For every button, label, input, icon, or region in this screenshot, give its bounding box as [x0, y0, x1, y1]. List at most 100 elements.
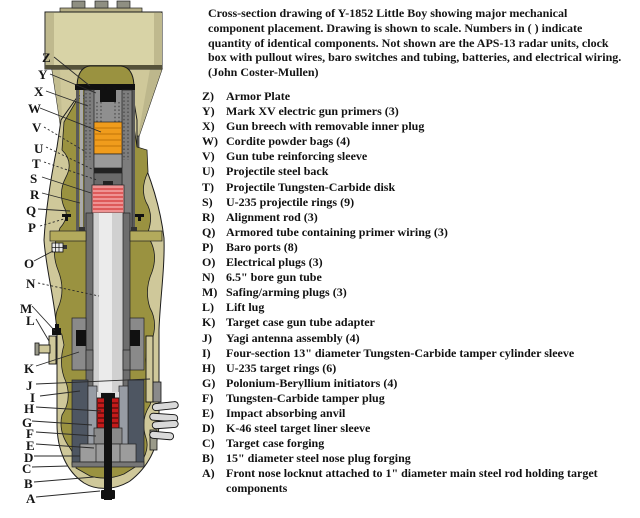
- diagram-letter-x: X: [34, 84, 44, 99]
- legend-item-s: S)U-235 projectile rings (9): [202, 195, 629, 210]
- electrical-plug: [51, 242, 67, 253]
- safing-arming-plug: [52, 324, 61, 335]
- leader-line-n: [37, 282, 100, 297]
- diagram-letter-p: P: [28, 220, 36, 235]
- leader-line-i: [39, 390, 81, 397]
- legend-item-p: P)Baro ports (8): [202, 240, 629, 255]
- leader-line-s: [41, 176, 92, 194]
- leader-line-o: [33, 250, 54, 262]
- legend-item-j: J) Yagi antenna assembly (4): [202, 331, 629, 346]
- legend-item-label: Yagi antenna assembly (4): [226, 330, 360, 345]
- diagram-letter-a: A: [26, 491, 36, 506]
- leader-line-m: [31, 305, 56, 332]
- legend-item-label: U-235 target rings (6): [226, 360, 337, 375]
- legend-item-key: E): [202, 405, 214, 420]
- legend-item-o: O) Electrical plugs (3): [202, 255, 629, 270]
- legend-item-key: Z): [202, 89, 214, 103]
- legend-item-label: Electrical plugs (3): [226, 255, 323, 270]
- legend-item-key: P): [202, 239, 214, 254]
- leader-line-x: [45, 90, 89, 107]
- legend-item-label: Front nose locknut attached to 1" diamet…: [226, 466, 598, 496]
- cordite-powder-bags: [93, 121, 123, 155]
- diagram-letter-g: G: [22, 415, 32, 430]
- diagram-letter-t: T: [32, 156, 41, 171]
- legend-item-label: Four-section 13" diameter Tungsten-Carbi…: [226, 345, 575, 360]
- legend-item-key: N): [202, 270, 215, 285]
- legend-item-key: C): [202, 436, 215, 451]
- legend-item-label: Projectile Tungsten-Carbide disk: [226, 179, 396, 194]
- legend-item-x: X) Gun breech with removable inner plug: [202, 119, 629, 134]
- tail-box: [44, 0, 163, 70]
- cordite-stripes: [95, 127, 121, 147]
- diagram-letter-k: K: [24, 361, 35, 376]
- bulkhead: [49, 227, 163, 242]
- leader-line-w: [39, 107, 102, 133]
- legend-item-label: K-46 steel target liner sleeve: [226, 421, 371, 436]
- legend-item-label: Gun tube reinforcing sleeve: [226, 149, 368, 164]
- diagram-letter-z: Z: [42, 50, 51, 65]
- legend-item-key: I): [202, 345, 211, 360]
- legend-item-label: 6.5" bore gun tube: [226, 270, 322, 285]
- tail-bolt: [71, 0, 86, 9]
- legend-item-w: W)Cordite powder bags (4): [202, 134, 629, 149]
- legend-item-g: G)Polonium-Beryllium initiators (4): [202, 376, 629, 391]
- legend-item-key: R): [202, 209, 215, 224]
- diagram-letter-r: R: [30, 187, 40, 202]
- legend-item-label: Armored tube containing primer wiring (3…: [226, 224, 448, 239]
- caption-text: Cross-section drawing of Y-1852 Little B…: [208, 6, 622, 80]
- diagram-letter-n: N: [26, 276, 36, 291]
- legend-item-e: E) Impact absorbing anvil: [202, 406, 629, 421]
- tail-bolt: [94, 0, 109, 9]
- diagram-letter-m: M: [20, 301, 32, 316]
- target-case-gun-tube-adapter: [71, 317, 145, 371]
- alignment-rod: [80, 90, 83, 232]
- legend-item-key: O): [202, 255, 216, 270]
- diagram-letter-f: F: [26, 426, 34, 441]
- legend-item-label: Tungsten-Carbide tamper plug: [226, 390, 385, 405]
- legend-item-label: Projectile steel back: [226, 164, 329, 179]
- legend-item-label: Mark XV electric gun primers (3): [226, 104, 399, 119]
- legend-item-label: Gun breech with removable inner plug: [226, 119, 425, 134]
- legend-item-m: M)Safing/arming plugs (3): [202, 285, 629, 300]
- legend-item-key: K): [202, 315, 216, 330]
- legend-item-y: Y)Mark XV electric gun primers (3): [202, 104, 629, 119]
- legend-item-label: Impact absorbing anvil: [226, 405, 346, 420]
- legend-item-label: Target case gun tube adapter: [226, 315, 375, 330]
- legend-item-a: A)Front nose locknut attached to 1" diam…: [202, 466, 629, 496]
- legend-item-z: Z)Armor Plate: [202, 89, 629, 104]
- legend-item-k: K) Target case gun tube adapter: [202, 315, 629, 330]
- legend-item-b: B)15" diameter steel nose plug forging: [202, 451, 629, 466]
- yagi-antenna-assembly: [145, 335, 179, 451]
- leader-line-f: [35, 431, 97, 437]
- legend-item-key: X): [202, 119, 215, 134]
- diagram-letter-o: O: [24, 256, 34, 271]
- armor-plate: [75, 84, 135, 90]
- legend-item-label: Safing/arming plugs (3): [226, 285, 347, 300]
- legend-item-t: T)Projectile Tungsten-Carbide disk: [202, 180, 629, 195]
- legend-item-key: L): [202, 300, 214, 315]
- diagram-letter-s: S: [30, 171, 37, 186]
- gun-primers: [100, 90, 116, 102]
- diagram-letter-w: W: [28, 101, 41, 116]
- diagram-letter-c: C: [22, 461, 31, 476]
- leader-lines: [31, 56, 151, 498]
- leader-line-k: [35, 351, 80, 367]
- legend-item-label: Lift lug: [226, 300, 265, 315]
- projectile-ring-stripes: [93, 188, 123, 210]
- diagram-letter-v: V: [32, 120, 42, 135]
- legend-item-key: J): [202, 330, 212, 345]
- legend-item-label: 15" diameter steel nose plug forging: [226, 451, 411, 466]
- legend-item-v: V)Gun tube reinforcing sleeve: [202, 149, 629, 164]
- tail-bolt: [116, 0, 131, 9]
- legend-item-key: U): [202, 164, 215, 179]
- armored-primer-tube: [132, 90, 135, 232]
- diagram-letter-i: I: [30, 390, 35, 405]
- leader-line-a: [35, 490, 101, 498]
- leader-line-h: [35, 406, 102, 412]
- leader-line-e: [35, 443, 95, 449]
- legend-item-d: D)K-46 steel target liner sleeve: [202, 421, 629, 436]
- diagram-letter-y: Y: [38, 67, 48, 82]
